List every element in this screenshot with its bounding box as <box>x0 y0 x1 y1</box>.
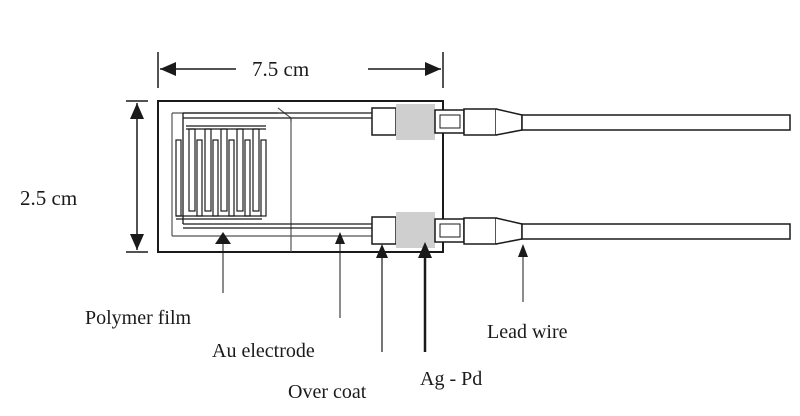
top-terminal-block <box>371 107 397 136</box>
bottom-connector <box>371 212 791 248</box>
bottom-crimp-inner <box>439 223 461 238</box>
lead-wire-label: Lead wire <box>487 321 568 343</box>
au-electrode-traces <box>182 112 372 229</box>
width-dimension <box>157 52 444 88</box>
bottom-ag-pd-pad <box>396 212 435 248</box>
lead-wire-arrowhead <box>518 244 528 257</box>
polymer-film-arrowhead <box>215 232 231 244</box>
interdigitated-electrode <box>175 125 267 220</box>
height-dimension-label: 2.5 cm <box>20 186 77 210</box>
top-lead-wire <box>521 114 791 131</box>
over-coat-arrowhead <box>376 244 388 258</box>
bottom-terminal-block <box>371 216 397 245</box>
bottom-taper <box>495 217 523 245</box>
width-dimension-label: 7.5 cm <box>252 57 309 81</box>
ag-pd-arrowhead <box>418 242 432 258</box>
height-dimension <box>126 100 148 253</box>
top-connector <box>371 104 791 140</box>
ag-pd-label: Ag - Pd <box>420 368 482 390</box>
over-coat-label: Over coat <box>288 381 367 403</box>
au-electrode-label: Au electrode <box>212 340 315 362</box>
au-electrode-arrowhead <box>335 232 345 244</box>
top-sleeve <box>463 108 497 136</box>
height-dim-arrow-top <box>130 103 144 119</box>
polymer-film-label: Polymer film <box>85 307 192 329</box>
width-dim-arrow-left <box>160 62 176 76</box>
bottom-sleeve <box>463 217 497 245</box>
top-taper <box>495 108 523 136</box>
bottom-lead-wire <box>521 223 791 240</box>
top-crimp-inner <box>439 114 461 129</box>
callout-leaders <box>215 232 528 352</box>
height-dim-arrow-bottom <box>130 234 144 250</box>
top-ag-pd-pad <box>396 104 435 140</box>
width-dim-arrow-right <box>425 62 441 76</box>
